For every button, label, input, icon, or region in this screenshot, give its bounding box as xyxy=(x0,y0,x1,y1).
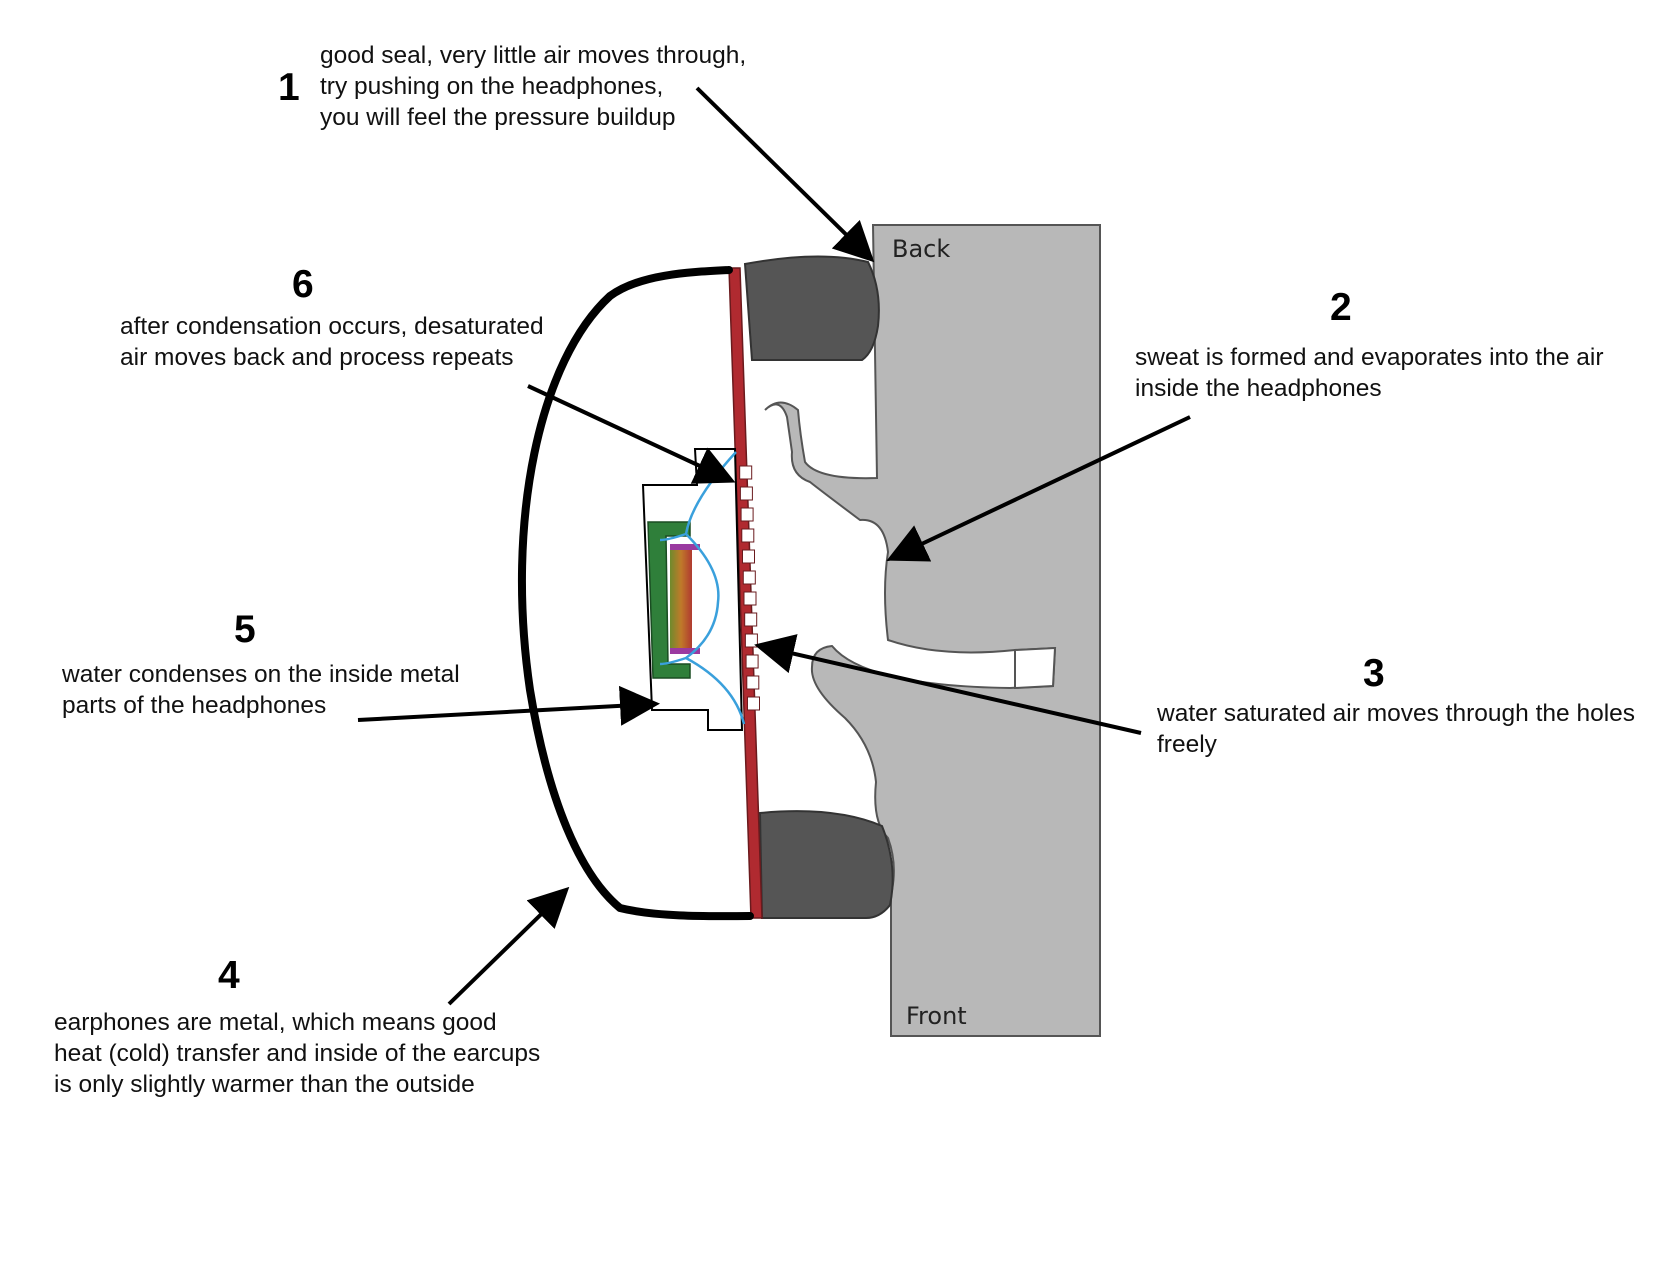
head-cross-section xyxy=(764,224,1101,1037)
annotation-arrow xyxy=(886,415,1191,562)
annotation-line: sweat is formed and evaporates into the … xyxy=(1135,344,1603,371)
annotation-line: earphones are metal, which means good xyxy=(54,1009,497,1036)
annotation-line: try pushing on the headphones, xyxy=(320,73,663,100)
annotation-arrow xyxy=(695,86,875,263)
annotation-arrow xyxy=(357,685,660,726)
baffle-hole xyxy=(746,675,760,690)
ear-canal xyxy=(1014,646,1057,690)
annotation-line: freely xyxy=(1157,731,1218,758)
annotation-arrow xyxy=(447,886,570,1006)
annotation-5: 5 water condenses on the inside metal pa… xyxy=(61,608,660,726)
annotation-line: you will feel the pressure buildup xyxy=(320,104,675,131)
baffle-hole xyxy=(739,465,753,480)
baffle-hole xyxy=(739,486,753,501)
baffle-hole xyxy=(741,528,755,543)
diaphragm-membrane xyxy=(659,451,746,725)
voice-coil-top xyxy=(670,544,700,550)
annotation-number: 1 xyxy=(278,66,300,109)
annotation-number: 4 xyxy=(218,954,240,997)
annotation-1: 1 good seal, very little air moves throu… xyxy=(278,42,875,263)
bottom-ear-cushion xyxy=(758,810,894,919)
annotation-arrow xyxy=(527,384,736,484)
baffle-hole xyxy=(744,633,758,648)
annotation-6: 6 after condensation occurs, desaturated… xyxy=(120,263,736,484)
annotation-2: 2 sweat is formed and evaporates into th… xyxy=(886,286,1603,562)
voice-coil-bottom xyxy=(670,648,700,654)
baffle-hole xyxy=(744,612,758,627)
top-ear-cushion xyxy=(743,255,880,361)
annotation-number: 2 xyxy=(1330,286,1352,329)
back-label: Back xyxy=(892,235,950,263)
front-label: Front xyxy=(906,1002,967,1030)
baffle-hole xyxy=(747,696,760,711)
annotation-line: air moves back and process repeats xyxy=(120,344,514,371)
annotation-line: water saturated air moves through the ho… xyxy=(1156,700,1635,727)
magnet xyxy=(670,548,692,652)
annotation-3: 3 water saturated air moves through the … xyxy=(754,634,1635,758)
annotation-number: 6 xyxy=(292,263,314,306)
annotation-line: is only slightly warmer than the outside xyxy=(54,1071,475,1098)
annotation-number: 5 xyxy=(234,608,256,651)
annotation-4: 4 earphones are metal, which means good … xyxy=(54,886,570,1098)
annotation-number: 3 xyxy=(1363,652,1385,695)
baffle-hole xyxy=(745,654,759,669)
baffle-hole xyxy=(740,507,754,522)
baffle-hole xyxy=(742,549,755,564)
baffle-hole xyxy=(742,570,756,585)
metal-earcup-shell xyxy=(518,266,754,921)
baffle-hole xyxy=(743,591,757,606)
annotation-line: water condenses on the inside metal xyxy=(61,661,460,688)
annotation-line: good seal, very little air moves through… xyxy=(320,42,746,69)
annotation-line: parts of the headphones xyxy=(62,692,326,719)
annotation-line: inside the headphones xyxy=(1135,375,1382,402)
annotation-line: heat (cold) transfer and inside of the e… xyxy=(54,1040,540,1067)
annotation-arrow xyxy=(754,634,1142,735)
annotation-line: after condensation occurs, desaturated xyxy=(120,313,544,340)
